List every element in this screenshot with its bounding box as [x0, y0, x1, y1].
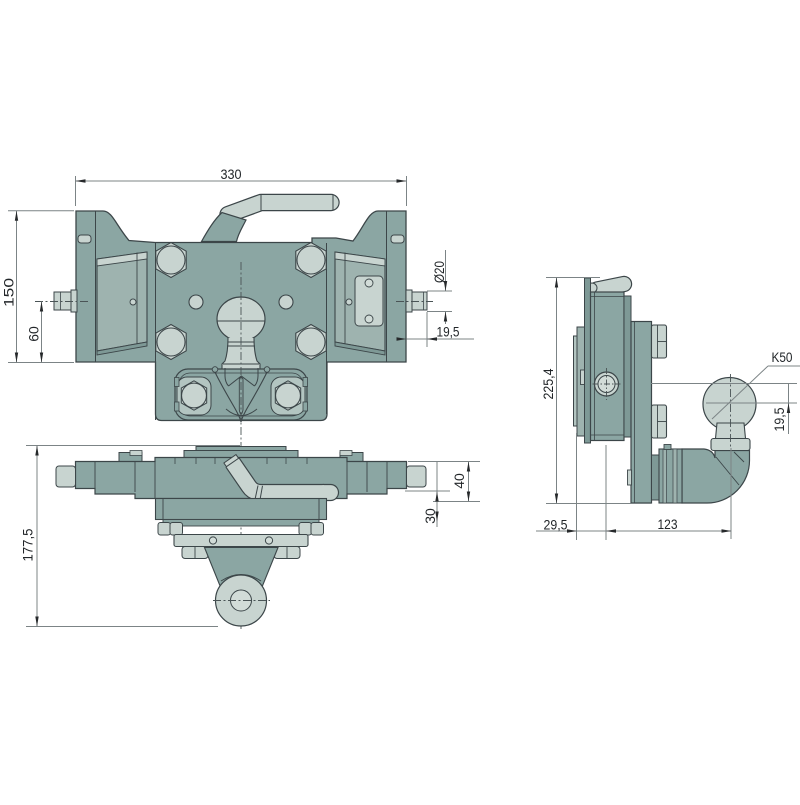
svg-text:150: 150 — [1, 278, 17, 307]
svg-text:177,5: 177,5 — [20, 528, 36, 561]
svg-text:K50: K50 — [772, 349, 793, 365]
svg-text:330: 330 — [221, 166, 242, 182]
svg-text:19,5: 19,5 — [771, 407, 787, 431]
svg-text:225,4: 225,4 — [540, 368, 556, 399]
svg-text:30: 30 — [422, 508, 438, 524]
svg-text:19,5: 19,5 — [437, 324, 460, 340]
svg-text:29,5: 29,5 — [544, 517, 568, 533]
svg-text:123: 123 — [658, 516, 678, 532]
svg-text:60: 60 — [26, 326, 42, 342]
svg-text:40: 40 — [451, 473, 467, 489]
svg-text:Ø20: Ø20 — [431, 261, 447, 283]
